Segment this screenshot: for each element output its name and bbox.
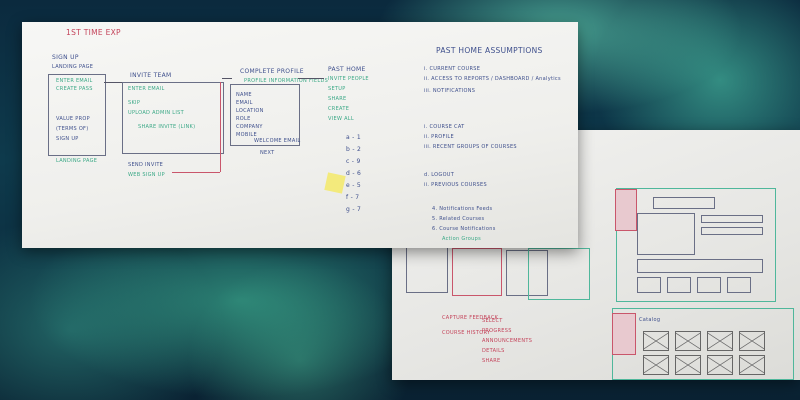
assumption-item: 6. Course Notifications [432,226,496,232]
col2-item: SHARE INVITE (LINK) [138,124,196,130]
red-note: CAPTURE FEEDBACK [442,315,499,321]
col2-item: WEB SIGN UP [128,172,165,178]
col2-item: ENTER EMAIL [128,86,165,92]
flow-arrow [220,82,221,172]
red-note: COURSE HISTORY [442,330,491,336]
image-placeholder [675,355,701,375]
col4-item: CREATE [328,106,350,112]
image-placeholder [675,331,701,351]
col2-heading: INVITE TEAM [130,72,172,79]
wireframe-catalog: Catalog [612,308,794,380]
assumption-item: 4. Notifications Feeds [432,206,493,212]
code-item: g - 7 [346,206,362,213]
col4-item: VIEW ALL [328,116,354,122]
col3-frame [230,84,300,146]
wireframe-sketch [506,250,548,296]
image-placeholder [643,331,669,351]
red-note: DETAILS [482,348,505,354]
flow-arrow [172,172,220,173]
flow-arrow [222,78,232,79]
col3-item: MOBILE [236,132,257,138]
col4-item: INVITE PEOPLE [328,76,369,82]
assumption-item: 5. Related Courses [432,216,485,222]
col3-item: EMAIL [236,100,253,106]
col1-heading: SIGN UP [52,54,79,61]
wireframe-sketch-large [615,188,776,302]
col1-item: VALUE PROP [56,116,90,122]
col3-heading: COMPLETE PROFILE [240,68,304,75]
assumption-item: ii. PROFILE [424,134,454,140]
col4-heading: PAST HOME [328,66,366,73]
assumption-item: Action Groups [442,236,481,242]
col2-frame [122,82,224,154]
col2-item: SKIP [128,100,141,106]
wireframe-sketch [528,248,590,300]
code-item: d - 6 [346,170,362,177]
board-title: 1ST TIME EXP [66,28,121,37]
col4-item: SETUP [328,86,346,92]
red-note: SELECT [482,318,503,324]
sticky-note [324,172,346,194]
whiteboard-photo-flow: 1ST TIME EXP SIGN UP LANDING PAGE ENTER … [22,22,578,248]
code-item: a - 1 [346,134,361,141]
col2-item: UPLOAD ADMIN LIST [128,110,184,116]
assumption-item: iii. NOTIFICATIONS [424,88,476,94]
assumption-item: iii. RECENT GROUPS OF COURSES [424,144,517,150]
col2-item: SEND INVITE [128,162,164,168]
image-placeholder [739,331,765,351]
col4-item: SHARE [328,96,347,102]
assumption-item: ii. PREVIOUS COURSES [424,182,487,188]
col1-item: SIGN UP [56,136,79,142]
col3-item: NAME [236,92,252,98]
col1-frame [48,74,106,156]
col1-item: (TERMS OF) [56,126,89,132]
flow-arrow [298,78,324,79]
col1-item: ENTER EMAIL [56,78,93,84]
col3-footer2: NEXT [260,150,275,156]
assumption-item: i. CURRENT COURSE [424,66,481,72]
code-item: f - 7 [346,194,360,201]
col1-item: CREATE PASS [56,86,93,92]
image-placeholder [739,355,765,375]
code-item: e - 5 [346,182,361,189]
catalog-label: Catalog [639,317,661,323]
code-item: c - 9 [346,158,361,165]
assumptions-heading: PAST HOME ASSUMPTIONS [436,46,543,55]
wireframe-sketch [406,245,448,293]
image-placeholder [707,331,733,351]
red-note: ANNOUNCEMENTS [482,338,533,344]
col3-footer: WELCOME EMAIL [254,138,301,144]
col1-sub: LANDING PAGE [52,64,94,70]
col3-item: COMPANY [236,124,263,130]
col3-item: LOCATION [236,108,264,114]
red-note: PROGRESS [482,328,512,334]
code-item: b - 2 [346,146,362,153]
assumption-item: d. LOGOUT [424,172,455,178]
red-note: SHARE [482,358,501,364]
assumption-item: ii. ACCESS TO REPORTS / DASHBOARD / Anal… [424,76,561,82]
flow-arrow [104,82,122,83]
image-placeholder [643,355,669,375]
col3-sub: PROFILE INFORMATION FIELDS [244,78,329,84]
col3-item: ROLE [236,116,251,122]
assumption-item: i. COURSE CAT [424,124,465,130]
image-placeholder [707,355,733,375]
wireframe-sketch [452,248,502,296]
col1-item: LANDING PAGE [56,158,98,164]
